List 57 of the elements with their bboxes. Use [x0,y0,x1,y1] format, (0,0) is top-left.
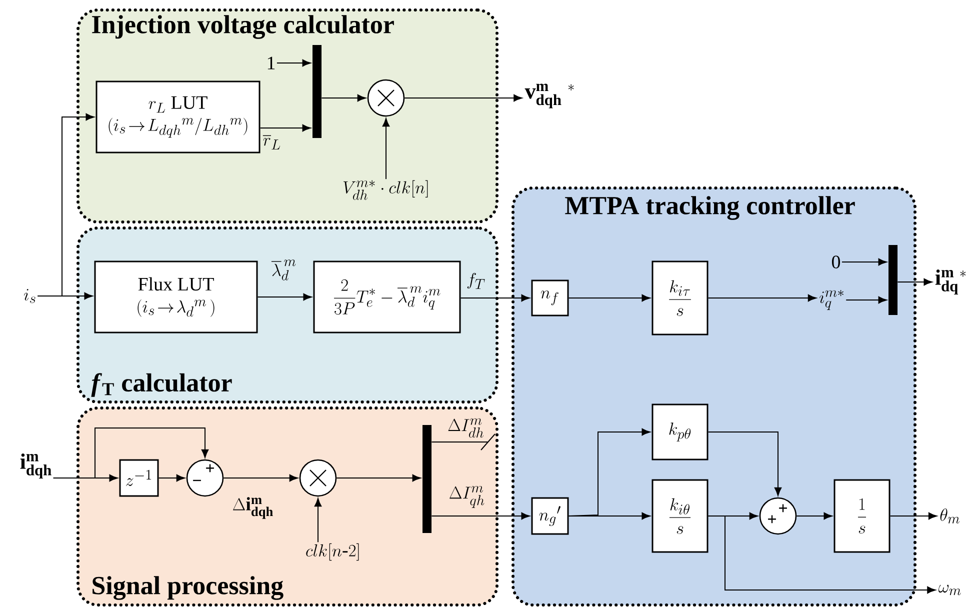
signal-arrow [404,94,522,102]
signal-label: $\mathbf{v}_{\mathbf{dqh}}^{\mathbf{m}}\ {}^{*}$ [524,84,574,108]
block-box: $z^{-1}$ [119,459,159,497]
block-box: $\frac{1}{s}$ [834,479,890,553]
edge-label: $\overline{\lambda}_d^{\,m}$ [271,260,296,280]
signal-arrow [431,434,496,450]
block-box: $\frac{k_{i\tau}}{s}$ [652,260,708,336]
signal-arrow [260,124,311,132]
block-box: $r_L\ \mathrm{LUT}$ $(i_s\!\rightarrow\! L_{dqh}{}^{m}/L_{dh}{}^{m})$ [96,80,260,154]
signal-arrow [708,432,782,496]
signal-arrow [841,258,887,266]
signal-label: 0 [832,256,840,268]
block-box: $\frac{k_{i\theta}}{s}$ [652,479,708,553]
signal-label: 1 [268,56,275,70]
summing-junction: + − [186,459,224,497]
signal-label: $\mathbf{i}_{\mathbf{dq}}^{\mathbf{m}\ *}$ [935,270,966,294]
signal-arrow [890,512,937,520]
signal-arrow [568,294,650,302]
signal-arrow [431,512,530,520]
signal-label: $\mathbf{i}_{\mathbf{dqh}}^{\mathbf{m}}$ [20,453,52,478]
edge-label: $\Delta I_{dh}^{m}$ [448,418,484,438]
signal-label: $\theta_m$ [940,508,960,524]
block-box: $n_f$ [531,280,569,316]
signal-arrow [223,474,298,482]
signal-arrow [158,474,185,482]
signal-arrow [382,118,390,180]
signal-label: $V_{dh}^{m*}\cdot clk[n]$ [343,180,428,200]
signal-arrow [708,294,816,302]
edge-label: $\Delta\mathbf{i}_{\mathbf{dqh}}^{\mathbf{m}}$ [233,497,273,519]
multiplier-circle [367,79,405,117]
block-box: Flux LUT $(i_s\!\rightarrow\!\lambda_d{}^{m}\,)$ [94,260,258,334]
signal-label: $i_s$ [24,289,36,304]
signal-arrow [276,59,311,67]
edge-label: $\Delta I_{qh}^{m}$ [450,486,484,508]
block-box: $n_g{}'$ [531,497,569,535]
edge-label: $f_T$ [467,272,485,289]
signal-arrow [846,296,887,304]
signal-arrow [37,113,94,296]
block-box: $k_{p\theta}$ [652,404,708,460]
signal-arrow [257,293,312,301]
signal-label: $i_q^{m*}$ [820,290,844,310]
summing-junction: + + [759,497,797,535]
signal-arrow [52,428,209,478]
signal-label: $clk[n\text{-}2]$ [306,543,359,561]
signal-arrow [314,498,322,543]
signal-arrow [568,512,650,520]
signal-label: $\omega_m$ [938,584,961,596]
signal-arrow [897,278,932,286]
signal-arrow [321,94,366,102]
multiplier-circle [299,459,337,497]
signal-arrow [460,294,530,302]
signal-arrow [708,516,936,594]
signal-arrow [568,428,650,516]
edge-label: $\overline{r}_L$ [262,136,280,150]
block-box: $\frac{2}{3P}T_e^{*}-\overline{\lambda}_d^{\,m}i_q^{m}$ [313,260,461,334]
signal-arrow [336,474,421,482]
signal-arrow [796,512,832,520]
